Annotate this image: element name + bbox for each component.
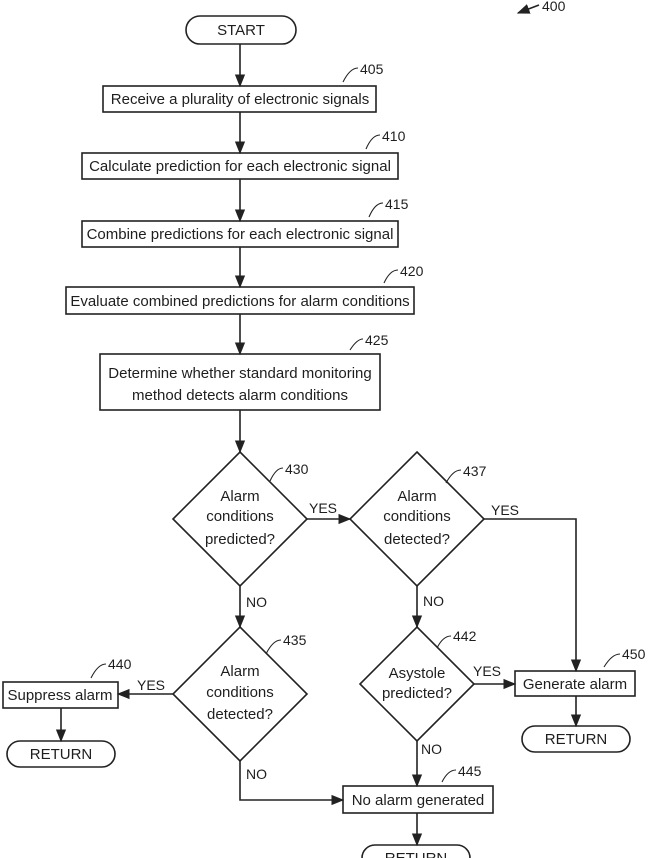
decision-diamond-442: Asystole predicted? 442	[360, 627, 477, 741]
ref-410: 410	[382, 128, 406, 144]
ref-442: 442	[453, 628, 477, 644]
decision-437-line2: conditions	[383, 508, 451, 525]
process-415-label: Combine predictions for each electronic …	[87, 226, 394, 243]
decision-diamond-430: Alarm conditions predicted? 430	[173, 452, 309, 586]
process-445-label: No alarm generated	[352, 792, 485, 809]
edge-label-no-442-445: NO	[421, 741, 442, 757]
process-box-445: No alarm generated 445	[343, 763, 493, 813]
return-terminal-445: RETURN	[362, 845, 470, 858]
process-440-label: Suppress alarm	[7, 687, 112, 704]
decision-442-line1: Asystole	[389, 665, 446, 682]
ref-450: 450	[622, 646, 646, 662]
process-box-415: Combine predictions for each electronic …	[82, 196, 409, 247]
decision-435-line2: conditions	[206, 684, 274, 701]
decision-diamond-437: Alarm conditions detected? 437	[350, 452, 487, 586]
return-terminal-440: RETURN	[7, 741, 115, 767]
ref-445: 445	[458, 763, 482, 779]
ref-430: 430	[285, 461, 309, 477]
decision-437-line1: Alarm	[397, 488, 436, 505]
decision-437-line3: detected?	[384, 531, 450, 548]
return-445-label: RETURN	[385, 850, 448, 858]
ref-415: 415	[385, 196, 409, 212]
edge-label-yes-430-437: YES	[309, 500, 337, 516]
process-425-line1: Determine whether standard monitoring	[108, 365, 371, 382]
decision-430-line3: predicted?	[205, 531, 275, 548]
edge-label-no-435-445: NO	[246, 766, 267, 782]
edge-label-yes-435-440: YES	[137, 677, 165, 693]
ref-437: 437	[463, 463, 487, 479]
process-box-440: Suppress alarm 440	[3, 656, 132, 708]
process-425-line2: method detects alarm conditions	[132, 387, 348, 404]
figure-ref-label: 400	[542, 0, 566, 14]
start-label: START	[217, 22, 265, 39]
edge-label-no-430-435: NO	[246, 594, 267, 610]
process-420-label: Evaluate combined predictions for alarm …	[70, 293, 409, 310]
process-box-410: Calculate prediction for each electronic…	[82, 128, 406, 179]
return-440-label: RETURN	[30, 746, 93, 763]
ref-425: 425	[365, 332, 389, 348]
ref-405: 405	[360, 61, 384, 77]
process-450-label: Generate alarm	[523, 676, 627, 693]
return-450-label: RETURN	[545, 731, 608, 748]
process-405-label: Receive a plurality of electronic signal…	[111, 91, 369, 108]
ref-435: 435	[283, 632, 307, 648]
process-box-450: Generate alarm 450	[515, 646, 646, 696]
return-terminal-450: RETURN	[522, 726, 630, 752]
decision-435-line1: Alarm	[220, 663, 259, 680]
process-410-label: Calculate prediction for each electronic…	[89, 158, 391, 175]
process-box-420: Evaluate combined predictions for alarm …	[66, 263, 424, 314]
figure-ref-400: 400	[518, 0, 566, 14]
process-box-405: Receive a plurality of electronic signal…	[103, 61, 384, 112]
ref-440: 440	[108, 656, 132, 672]
edge-label-no-437-442: NO	[423, 593, 444, 609]
start-terminal: START	[186, 16, 296, 44]
edge-label-yes-437-450: YES	[491, 502, 519, 518]
edge-label-yes-442-450: YES	[473, 663, 501, 679]
decision-435-line3: detected?	[207, 706, 273, 723]
edge-437-450	[484, 519, 576, 671]
ref-420: 420	[400, 263, 424, 279]
decision-430-line2: conditions	[206, 508, 274, 525]
decision-442-line2: predicted?	[382, 685, 452, 702]
decision-430-line1: Alarm	[220, 488, 259, 505]
process-box-425: Determine whether standard monitoring me…	[100, 332, 389, 410]
decision-diamond-435: Alarm conditions detected? 435	[173, 627, 307, 761]
